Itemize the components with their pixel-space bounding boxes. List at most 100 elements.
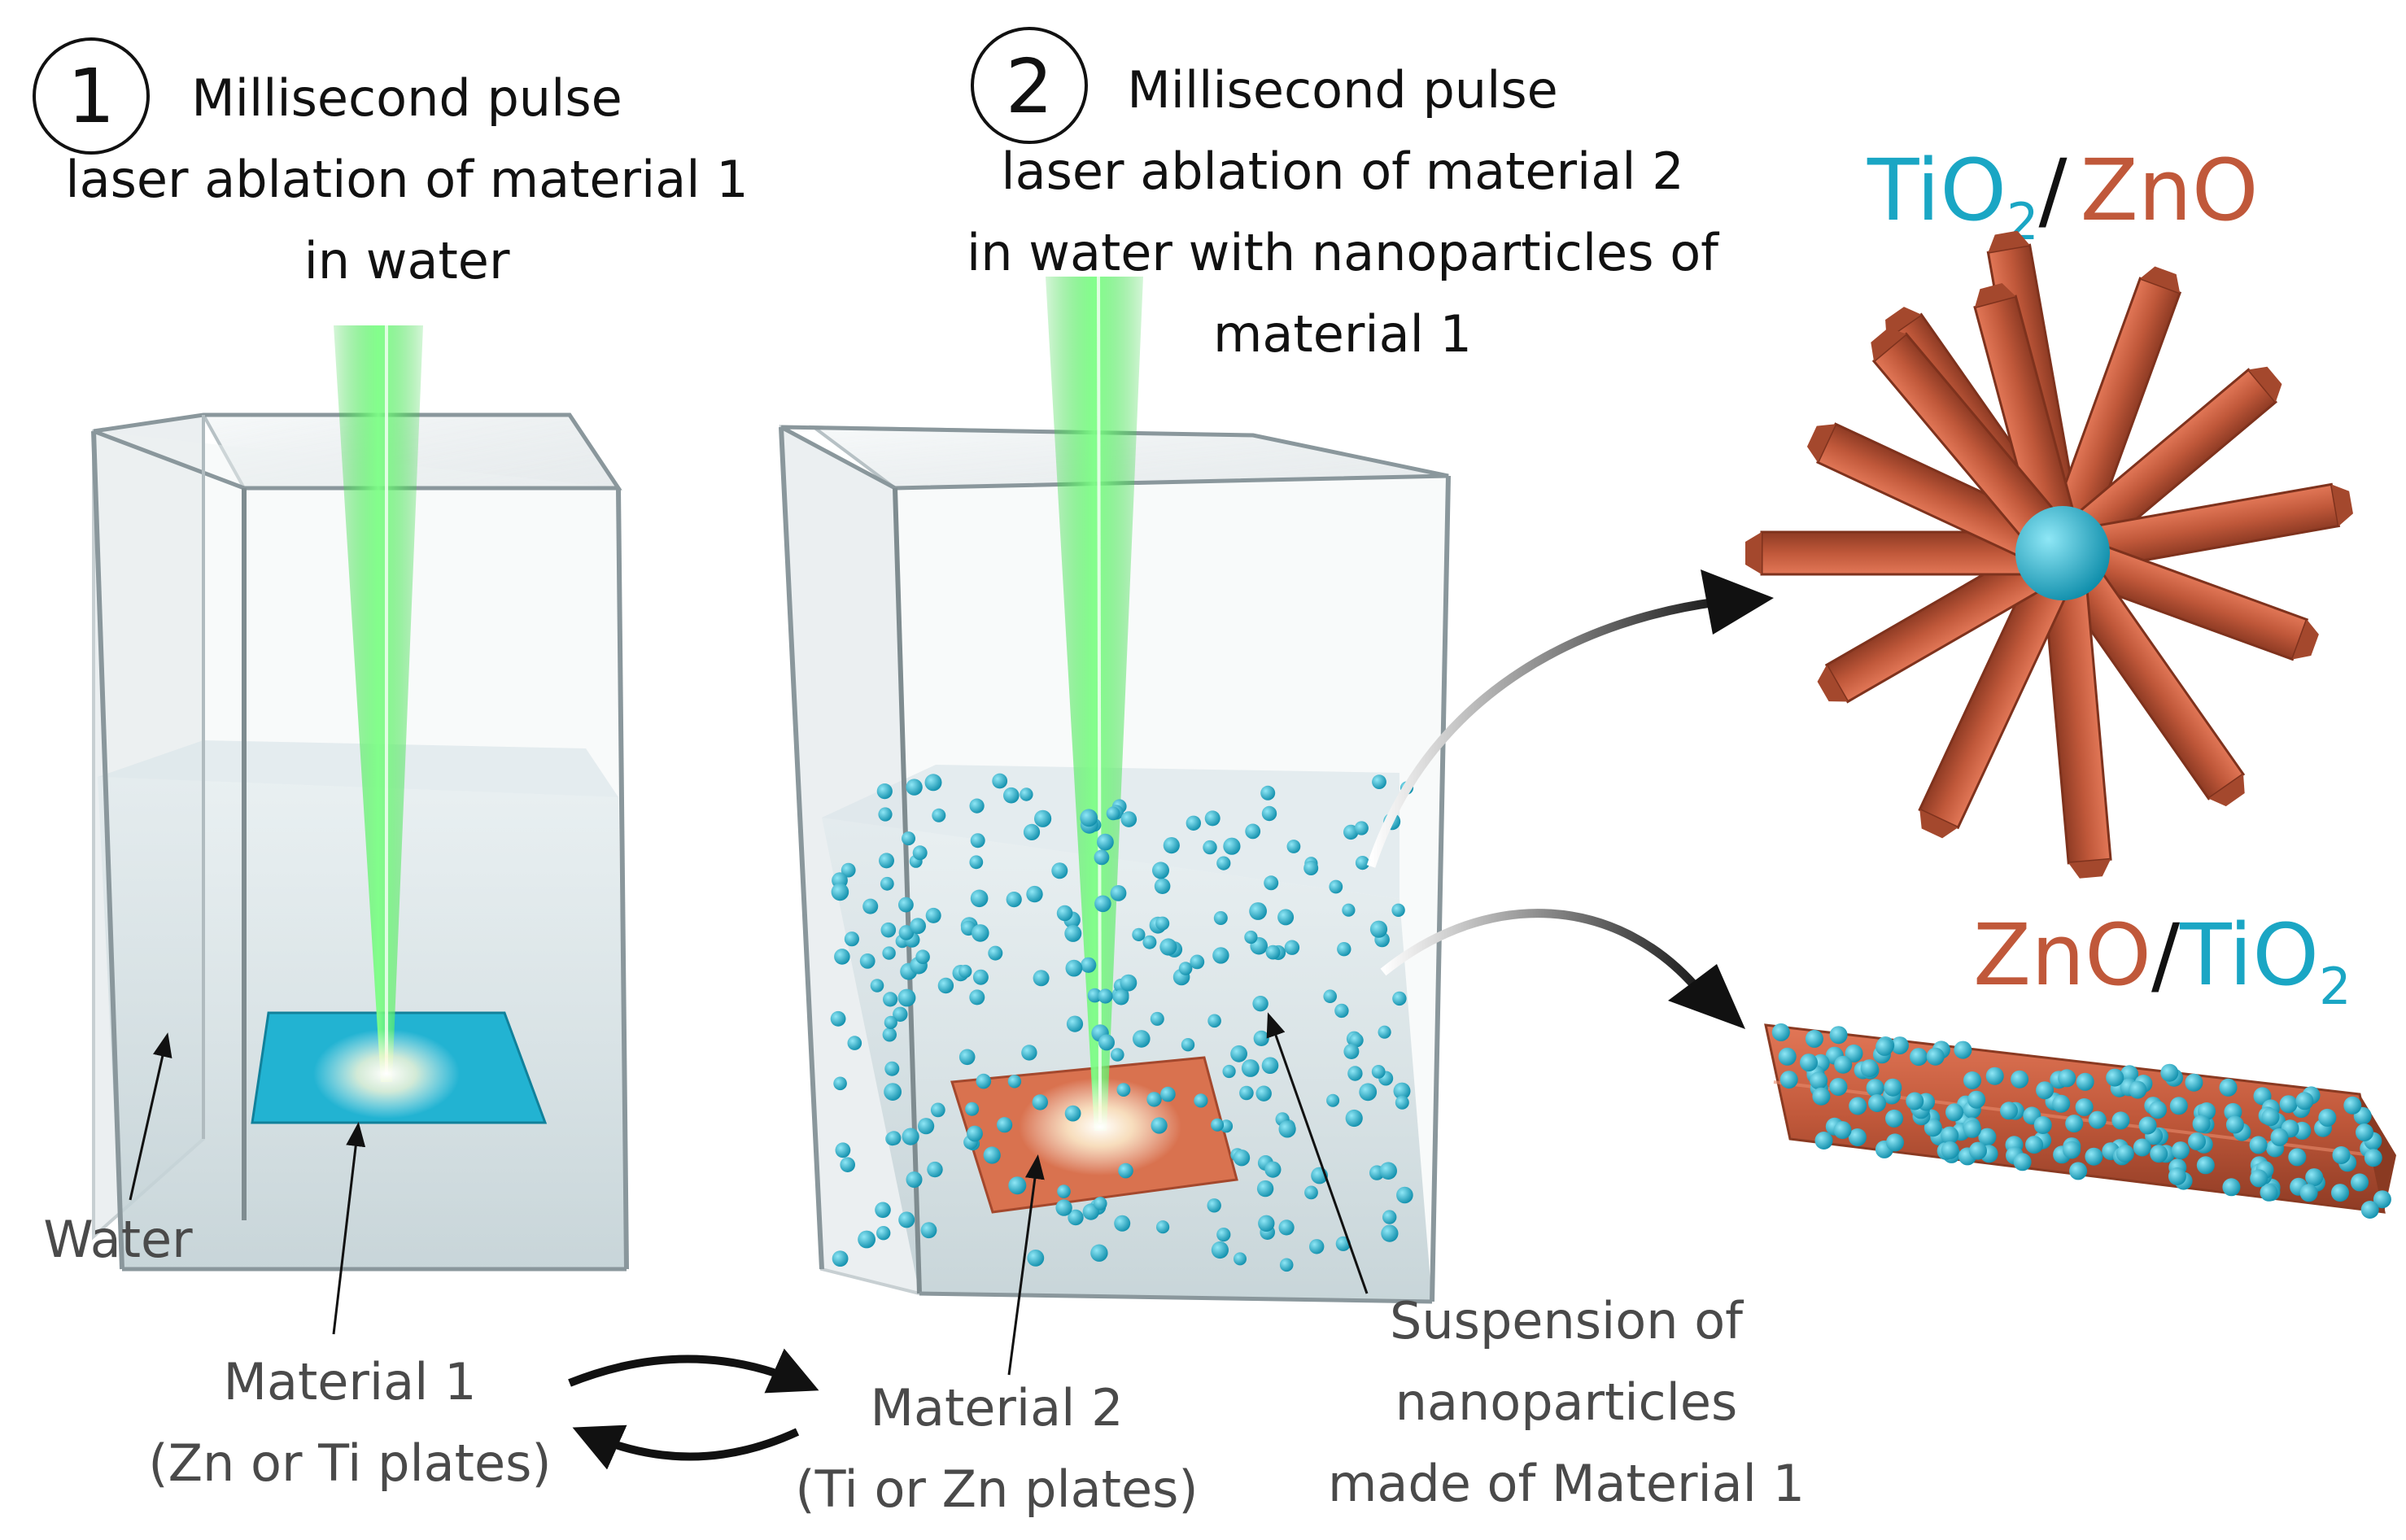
nanoparticle <box>884 1061 900 1076</box>
nanoparticle <box>1396 1186 1413 1204</box>
nanoparticle <box>1393 1082 1411 1100</box>
nanoparticle <box>1008 1176 1027 1195</box>
nanoparticle <box>1392 991 1407 1006</box>
nanoparticle <box>1097 833 1114 851</box>
nanoparticle <box>1342 903 1356 917</box>
nanoparticle <box>833 1076 847 1091</box>
tio2-nanoparticle <box>1778 1047 1797 1066</box>
material-2-sublabel: (Ti or Zn plates) <box>795 1459 1198 1519</box>
nanoparticle <box>893 1006 908 1023</box>
tio2-nanoparticle <box>1906 1092 1924 1110</box>
tio2-subscript-bottom: 2 <box>2319 957 2351 1016</box>
nanoparticle <box>930 1102 945 1118</box>
nanoparticle <box>906 779 923 796</box>
tio2-nanoparticle <box>2250 1169 2268 1188</box>
nanoparticle <box>1081 957 1097 973</box>
nanoparticle <box>1212 947 1229 964</box>
nanoparticle <box>1323 989 1337 1003</box>
tio2-nanoparticle <box>2219 1078 2238 1097</box>
nanoparticle <box>1150 1011 1164 1026</box>
nanoparticle <box>1204 810 1220 827</box>
tio2-nanoparticle <box>1814 1132 1833 1150</box>
nanoparticle <box>1116 1083 1131 1097</box>
tio2-nanoparticle <box>1963 1071 1981 1089</box>
laser-beam-1 <box>334 325 423 1082</box>
step-2-line-2: laser ablation of material 2 <box>1001 142 1683 201</box>
nanoparticle <box>1334 1003 1349 1019</box>
tio2-nanoparticle <box>2260 1183 2278 1202</box>
nanoparticle <box>884 1083 902 1101</box>
nanoparticle <box>1213 911 1228 925</box>
tio2-nanoparticle <box>2150 1145 2168 1163</box>
nanoparticle <box>847 1036 862 1050</box>
nanoparticle <box>1244 930 1258 945</box>
nanoparticle <box>840 1157 855 1172</box>
nanoparticle <box>1181 1038 1195 1052</box>
tio2-nanoparticle <box>1890 1036 1909 1055</box>
nanoparticle <box>1253 1030 1269 1046</box>
tio2-nanoparticle <box>2332 1146 2351 1164</box>
nanoparticle <box>1359 1083 1378 1102</box>
tio2-nanoparticle <box>2171 1141 2190 1160</box>
nanoparticle <box>902 831 915 846</box>
nanoparticle <box>835 1142 851 1158</box>
nanoparticle <box>880 922 897 938</box>
nanoparticle <box>898 897 914 913</box>
tio2-nanoparticle <box>2000 1102 2018 1120</box>
nanoparticle <box>1190 954 1205 970</box>
tio2-nanoparticle <box>2225 1115 2244 1134</box>
nanoparticle <box>1051 862 1068 879</box>
nanoparticle <box>1256 1180 1274 1198</box>
nanoparticle <box>1068 1209 1084 1226</box>
tio2-nanoparticle <box>2222 1178 2241 1197</box>
nanoparticle <box>830 1010 846 1027</box>
tio2-nanoparticle <box>1954 1040 1972 1059</box>
nanoparticle <box>834 949 850 965</box>
nanoparticle <box>1156 1220 1170 1234</box>
nanoparticle <box>1110 885 1127 901</box>
nanoparticle <box>1347 1066 1363 1081</box>
tio2-nanoparticle <box>2133 1138 2151 1157</box>
tio2-nanoparticle <box>1805 1029 1823 1048</box>
svg-text:ZnO/TiO2: ZnO/TiO2 <box>1973 905 2351 1016</box>
nanoparticle <box>1027 1250 1045 1267</box>
pointer-lines <box>129 1012 1369 1376</box>
step-1-line-2: laser ablation of material 1 <box>65 150 748 209</box>
tio2-nanoparticle <box>2279 1095 2298 1114</box>
nanoparticle <box>997 1117 1013 1133</box>
nanoparticle <box>1178 962 1193 975</box>
nanoparticle <box>1080 809 1098 827</box>
tio2-nanoparticle <box>2295 1092 2314 1110</box>
nanoparticle <box>906 1171 923 1188</box>
product-formula-bottom: ZnO/TiO2 <box>1973 905 2351 1016</box>
step-2-number-circle <box>971 27 1088 144</box>
tio2-nanoparticle <box>1941 1141 1959 1159</box>
nanoparticle <box>1087 988 1103 1003</box>
step-1-line-1: Millisecond pulse <box>191 68 622 128</box>
laser-flash-1 <box>313 1029 460 1119</box>
tio2-nanoparticle <box>1866 1079 1884 1097</box>
tio2-nanoparticle <box>2299 1184 2318 1202</box>
nanoparticle <box>969 798 985 814</box>
nanoparticle <box>1284 940 1300 955</box>
tio2-nanoparticle <box>1941 1126 1959 1145</box>
tio2-nanoparticle <box>2036 1081 2054 1100</box>
nanoparticle <box>967 1125 983 1142</box>
tio2-nanoparticle <box>1812 1087 1831 1106</box>
nanoparticle <box>1223 837 1241 855</box>
tio2-nanoparticle <box>2129 1080 2147 1099</box>
tio2-nanoparticle <box>2065 1115 2084 1133</box>
nanoparticle <box>958 1049 976 1066</box>
material-1-pointer <box>332 1122 366 1335</box>
nanoparticle <box>1020 787 1033 801</box>
step-2-number: 2 <box>1006 43 1054 130</box>
tio2-nanoparticle <box>2168 1167 2186 1185</box>
nanoparticle <box>1064 924 1082 942</box>
tio2-nanoparticle <box>2075 1098 2094 1116</box>
tio2-nanoparticle <box>2249 1136 2268 1154</box>
nanoparticle <box>1371 1065 1386 1079</box>
material-1-label: Material 1 <box>223 1352 476 1411</box>
tio2-nanoparticle <box>2192 1115 2211 1133</box>
tio2-nanoparticle <box>1985 1067 2004 1085</box>
nanoparticle <box>876 1226 891 1241</box>
